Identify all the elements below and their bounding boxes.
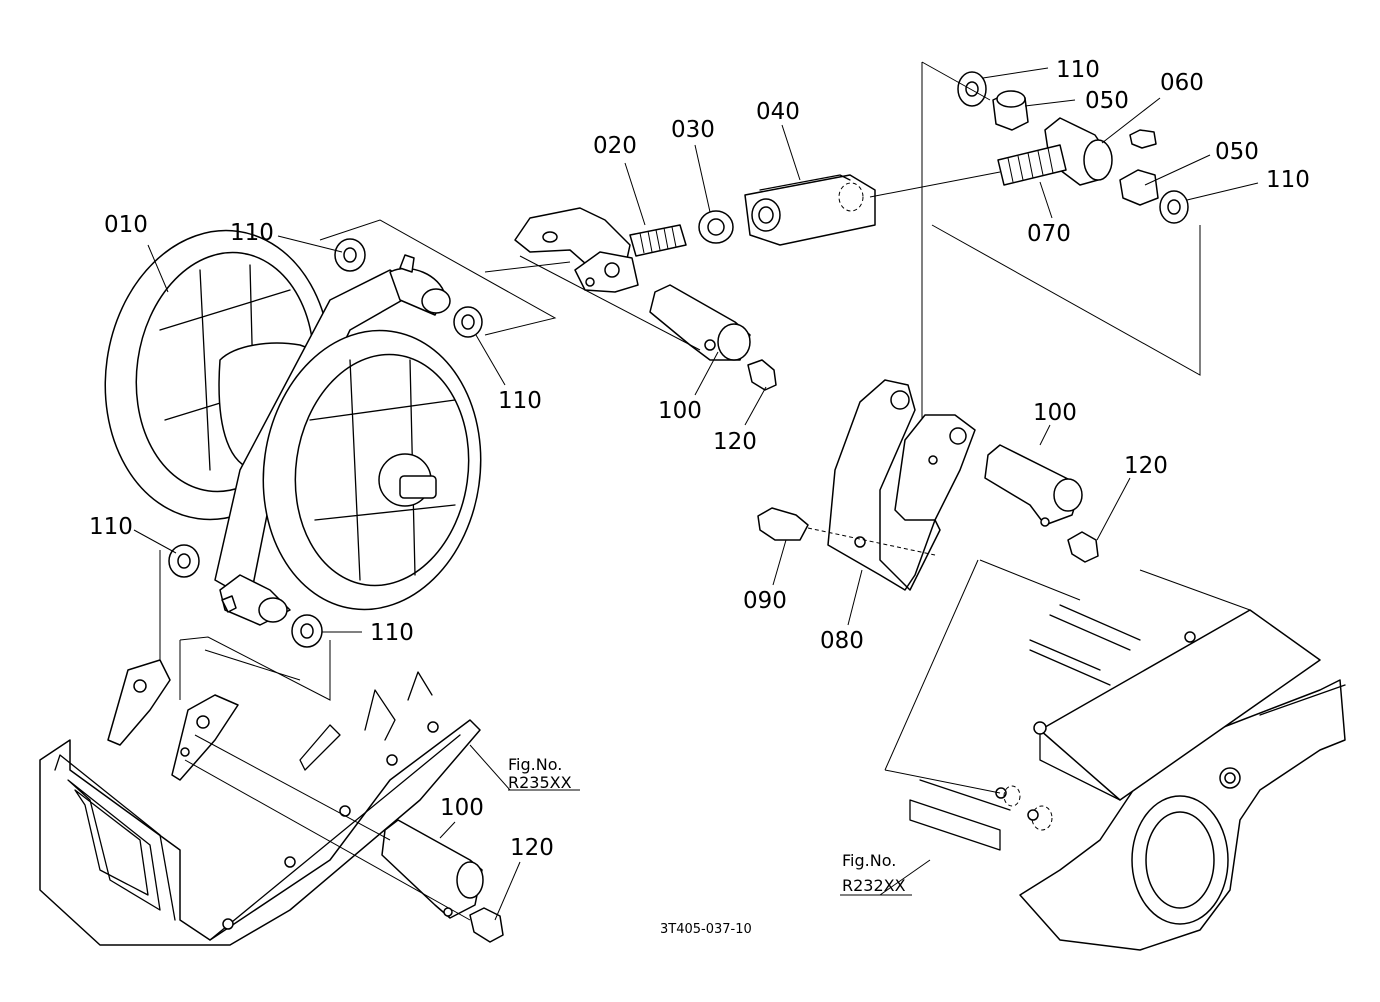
label-030: 030: [671, 117, 715, 143]
label-010: 010: [104, 212, 148, 238]
fig-number-left: R235XX: [508, 773, 572, 792]
label-070: 070: [1027, 221, 1071, 247]
label-100-right: 100: [1033, 400, 1077, 426]
label-110-lower: 110: [370, 620, 414, 646]
label-050-top: 050: [1085, 88, 1129, 114]
label-120-bottom: 120: [510, 835, 554, 861]
tension-link-assembly: [484, 174, 876, 391]
wheel-assembly: [104, 229, 482, 626]
label-110-left: 110: [89, 514, 133, 540]
pin-bolt-bottom: [184, 734, 504, 943]
label-040: 040: [756, 99, 800, 125]
label-110-upper-left: 110: [230, 220, 274, 246]
label-110-mid: 110: [498, 388, 542, 414]
fig-caption-left: Fig.No.: [508, 755, 562, 774]
figure-reference-left: Fig.No. R235XX: [508, 755, 572, 792]
label-020: 020: [593, 133, 637, 159]
washers-110-left: [168, 238, 483, 648]
label-060: 060: [1160, 70, 1204, 96]
fig-number-right: R232XX: [842, 876, 906, 895]
label-100-bottom: 100: [440, 795, 484, 821]
reference-outline-upper: [319, 219, 557, 336]
figure-reference-right: Fig.No. R232XX: [842, 851, 906, 895]
label-110-top-right: 110: [1056, 57, 1100, 83]
label-090: 090: [743, 588, 787, 614]
leader-lines: [133, 67, 1259, 921]
label-110-far-right: 110: [1266, 167, 1310, 193]
fig-caption-right: Fig.No.: [842, 851, 896, 870]
label-100-center: 100: [658, 398, 702, 424]
label-050-right: 050: [1215, 139, 1259, 165]
drawing-code: 3T405-037-10: [660, 922, 752, 937]
part-labels: 010 020 030 040 050 050 060 070 080 090 …: [89, 57, 1310, 861]
right-frame: [884, 559, 1346, 951]
bracket-assembly: [757, 379, 1099, 591]
label-120-center: 120: [713, 429, 757, 455]
label-120-right: 120: [1124, 453, 1168, 479]
left-frame: [39, 550, 481, 946]
label-080: 080: [820, 628, 864, 654]
adjuster-assembly: [869, 61, 1201, 420]
